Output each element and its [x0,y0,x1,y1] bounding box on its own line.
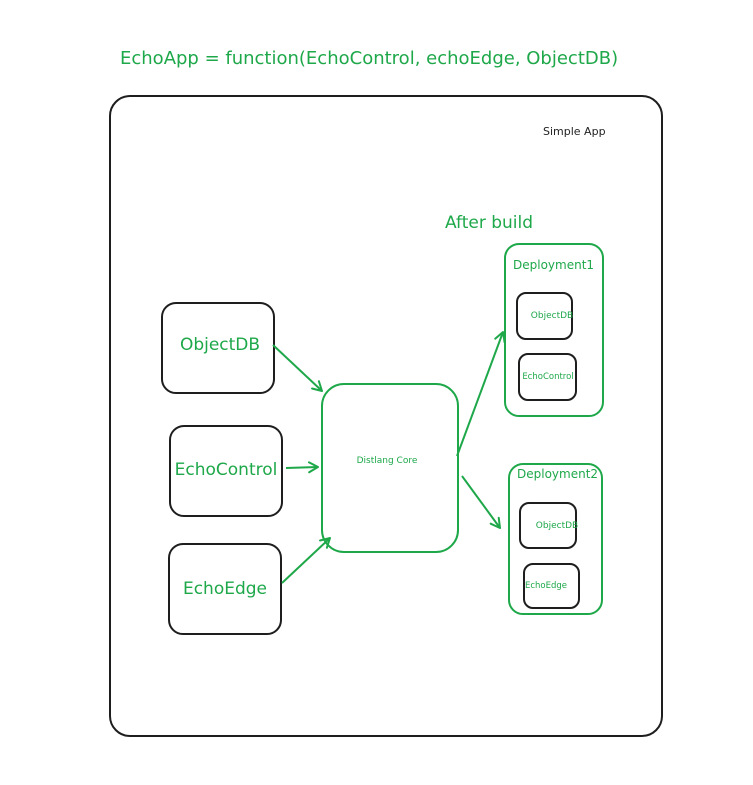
deployment1-objectdb-box [516,292,573,340]
arrow-objectdb-to-core [272,344,323,392]
echoedge-label: EchoEdge [183,579,267,599]
echocontrol-box [169,425,283,517]
diagram-heading: EchoApp = function(EchoControl, echoEdge… [120,48,618,69]
echoedge-box [168,543,282,635]
deployment1-box [504,243,604,417]
objectdb-label: ObjectDB [180,335,260,355]
distlang-core-box [321,383,459,553]
deployment2-echoedge-box [523,563,580,609]
deployment2-objectdb-label: ObjectDB [536,521,578,531]
deployment1-echocontrol-box [518,353,577,401]
frame-label: Simple App [543,125,606,138]
deployment2-title: Deployment2 [517,467,598,481]
simple-app-frame [109,95,663,737]
arrow-echoedge-to-core [281,537,331,584]
deployment1-title: Deployment1 [513,258,594,272]
deployment1-echocontrol-label: EchoControl [522,372,573,382]
deployment2-objectdb-box [519,502,577,549]
arrow-echocontrol-to-core [285,461,319,474]
echocontrol-label: EchoControl [175,460,278,480]
distlang-core-label: Distlang Core [357,456,418,466]
after-build-label: After build [445,213,533,233]
arrow-core-to-deployment1 [456,331,506,457]
deployment2-echoedge-label: EchoEdge [525,581,567,591]
objectdb-box [161,302,275,394]
deployment1-objectdb-label: ObjectDB [531,311,573,321]
arrow-core-to-deployment2 [461,475,501,529]
deployment2-box [508,463,603,615]
